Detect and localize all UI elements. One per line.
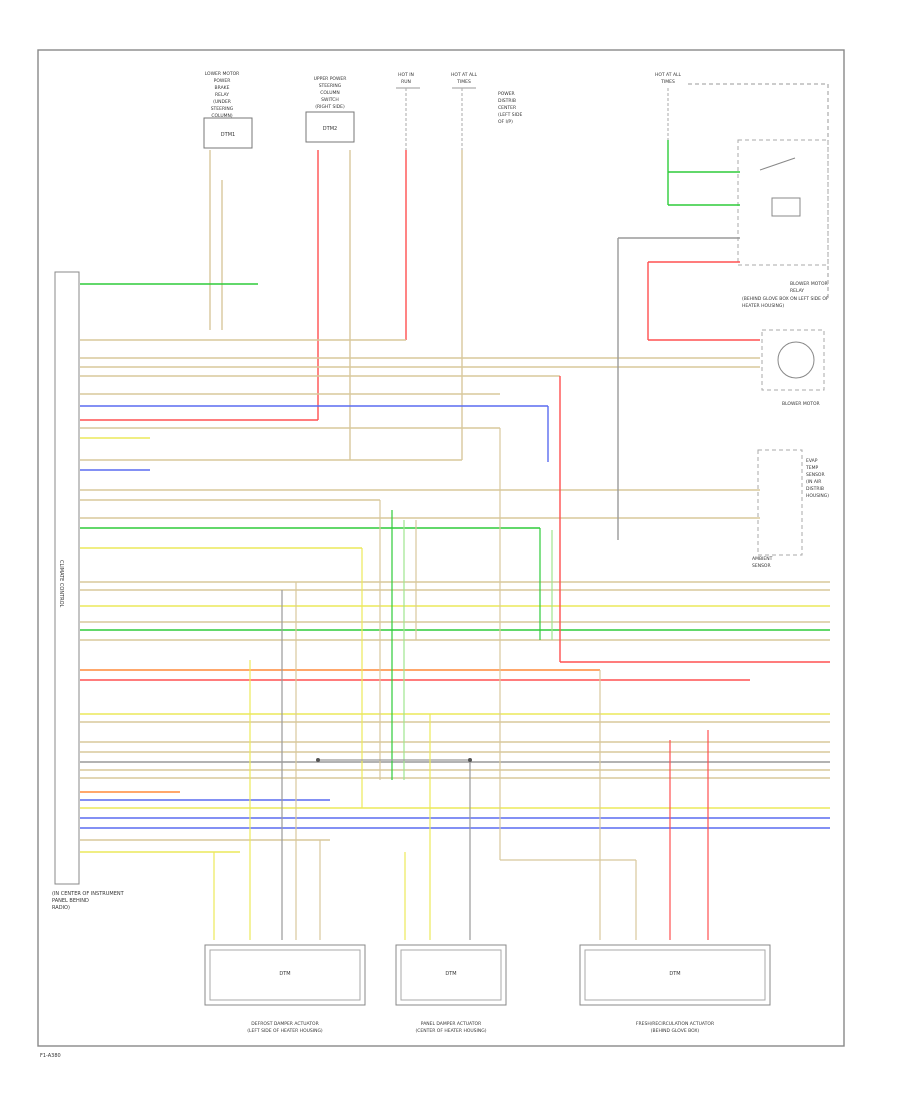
svg-text:HOUSING): HOUSING) xyxy=(806,493,829,499)
defrost-actuator: DTM DEFROST DAMPER ACTUATOR (LEFT SIDE O… xyxy=(204,944,366,1034)
svg-text:PANEL DAMPER ACTUATOR: PANEL DAMPER ACTUATOR xyxy=(421,1021,481,1027)
svg-text:COLUMN: COLUMN xyxy=(320,90,340,96)
svg-text:EVAP: EVAP xyxy=(806,458,818,464)
svg-text:HOT IN: HOT IN xyxy=(398,72,414,78)
svg-text:TEMP: TEMP xyxy=(805,465,818,471)
module-name: CLIMATE CONTROL xyxy=(58,560,64,608)
svg-text:SENSOR: SENSOR xyxy=(752,563,771,569)
svg-text:DTM: DTM xyxy=(669,971,680,977)
upper-steering-switch: UPPER POWER STEERING COLUMN SWITCH (RIGH… xyxy=(305,76,355,143)
blower-motor: BLOWER MOTOR xyxy=(761,329,825,407)
svg-text:HOT AT ALL: HOT AT ALL xyxy=(655,72,682,78)
svg-text:RELAY: RELAY xyxy=(215,92,229,98)
svg-text:(IN AIR: (IN AIR xyxy=(806,479,821,485)
svg-text:DISTRIB: DISTRIB xyxy=(806,486,824,492)
svg-text:BLOWER MOTOR: BLOWER MOTOR xyxy=(782,401,820,407)
svg-text:DTM2: DTM2 xyxy=(323,126,337,132)
svg-text:LOWER MOTOR: LOWER MOTOR xyxy=(205,71,240,77)
svg-text:PANEL BEHIND: PANEL BEHIND xyxy=(52,898,89,904)
svg-text:DTM1: DTM1 xyxy=(221,132,235,138)
svg-text:POWER: POWER xyxy=(498,91,515,97)
svg-text:(LEFT SIDE OF HEATER HOUSING): (LEFT SIDE OF HEATER HOUSING) xyxy=(247,1028,323,1034)
svg-text:COLUMN): COLUMN) xyxy=(211,113,233,119)
svg-text:(UNDER: (UNDER xyxy=(213,99,231,105)
svg-text:OF I/P): OF I/P) xyxy=(498,119,513,125)
blower-relay: HOT AT ALL TIMES BLOWER MOTOR RELAY (BEH… xyxy=(655,72,829,309)
svg-text:TIMES: TIMES xyxy=(456,79,471,85)
fresh-recirc-actuator: DTM FRESH/RECIRCULATION ACTUATOR (BEHIND… xyxy=(579,944,771,1034)
svg-text:DTM: DTM xyxy=(279,971,290,977)
svg-text:(RIGHT SIDE): (RIGHT SIDE) xyxy=(315,104,345,110)
svg-text:RADIO): RADIO) xyxy=(52,905,70,911)
svg-text:BLOWER MOTOR: BLOWER MOTOR xyxy=(790,281,828,287)
svg-text:TIMES: TIMES xyxy=(660,79,675,85)
harness xyxy=(80,283,830,853)
svg-text:RELAY: RELAY xyxy=(790,288,804,294)
svg-text:BRAKE: BRAKE xyxy=(215,85,230,91)
svg-text:DEFROST DAMPER ACTUATOR: DEFROST DAMPER ACTUATOR xyxy=(251,1021,318,1027)
svg-text:(BEHIND GLOVE BOX ON LEFT SIDE: (BEHIND GLOVE BOX ON LEFT SIDE OF xyxy=(742,296,829,302)
svg-text:DTM: DTM xyxy=(445,971,456,977)
svg-text:RUN: RUN xyxy=(401,79,411,85)
fuse-block: HOT IN RUN HOT AT ALL TIMES POWER DISTRI… xyxy=(396,72,522,150)
module-caption: (IN CENTER OF INSTRUMENT xyxy=(52,891,125,897)
svg-text:POWER: POWER xyxy=(214,78,231,84)
svg-text:SENSOR: SENSOR xyxy=(806,472,825,478)
svg-text:STEERING: STEERING xyxy=(211,106,234,112)
svg-text:HEATER HOUSING): HEATER HOUSING) xyxy=(742,303,784,309)
svg-text:DISTRIB: DISTRIB xyxy=(498,98,516,104)
lower-motor-relay: LOWER MOTOR POWER BRAKE RELAY (UNDER STE… xyxy=(203,71,253,149)
module-connector-strip xyxy=(54,271,80,885)
svg-text:(LEFT SIDE: (LEFT SIDE xyxy=(498,112,522,118)
svg-text:AMBIENT: AMBIENT xyxy=(752,556,773,562)
svg-text:CENTER: CENTER xyxy=(498,105,516,111)
diagram-frame xyxy=(37,49,845,1047)
svg-text:UPPER POWER: UPPER POWER xyxy=(314,76,347,82)
panel-actuator: DTM PANEL DAMPER ACTUATOR (CENTER OF HEA… xyxy=(395,944,507,1034)
svg-text:STEERING: STEERING xyxy=(319,83,342,89)
svg-text:SWITCH: SWITCH xyxy=(321,97,339,103)
footer-code: F1-A380 xyxy=(40,1053,61,1059)
svg-text:(BEHIND GLOVE BOX): (BEHIND GLOVE BOX) xyxy=(651,1028,700,1034)
svg-text:(CENTER OF HEATER HOUSING): (CENTER OF HEATER HOUSING) xyxy=(416,1028,487,1034)
svg-text:FRESH/RECIRCULATION ACTUATOR: FRESH/RECIRCULATION ACTUATOR xyxy=(636,1021,714,1027)
svg-text:HOT AT ALL: HOT AT ALL xyxy=(451,72,478,78)
evap-temp-sensor: EVAP TEMP SENSOR (IN AIR DISTRIB HOUSING… xyxy=(752,449,829,569)
